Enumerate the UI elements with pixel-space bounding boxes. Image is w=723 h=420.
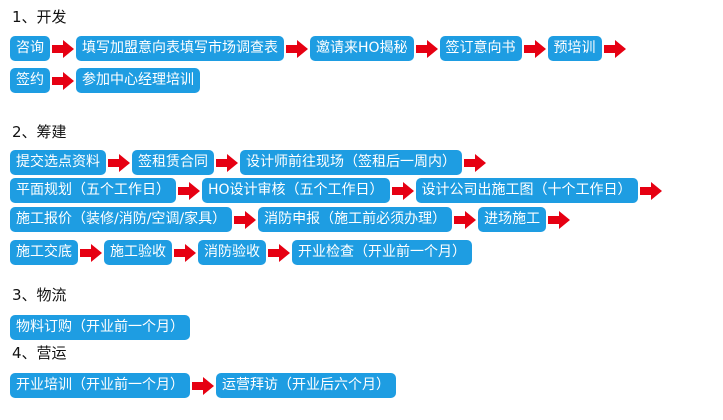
process-row: 物料订购（开业前一个月） (10, 315, 190, 340)
process-row: 开业培训（开业前一个月） 运营拜访（开业后六个月） (10, 373, 396, 398)
arrow-right-icon (192, 376, 214, 395)
arrow-right-icon (52, 39, 74, 58)
arrow-right-icon (603, 39, 626, 58)
process-row: 提交选点资料 签租赁合同 设计师前往现场（签租后一周内） (10, 150, 488, 175)
process-step-box: 平面规划（五个工作日） (10, 178, 176, 203)
arrow-right-icon (80, 243, 102, 262)
process-step-box: 参加中心经理培训 (76, 68, 200, 93)
process-step-box: 预培训 (547, 36, 602, 61)
section-heading: 2、筹建 (12, 123, 67, 141)
process-row: 咨询 填写加盟意向表填写市场调查表 邀请来HO揭秘签订意向书预培训 (10, 36, 628, 61)
arrow-right-icon (52, 71, 74, 90)
process-row: 施工报价（装修/消防/空调/家具） 消防申报（施工前必须办理） 进场施工 (10, 207, 572, 232)
arrow-right-icon (464, 153, 486, 172)
section-heading: 4、营运 (12, 344, 67, 362)
arrow-right-icon (454, 210, 477, 229)
process-row: 签约 参加中心经理培训 (10, 68, 200, 93)
process-step-box: HO设计审核（五个工作日） (202, 178, 390, 203)
arrow-right-icon (178, 181, 200, 200)
arrow-right-icon (234, 210, 257, 229)
process-step-box: 施工交底 (10, 240, 78, 265)
process-step-box: 运营拜访（开业后六个月） (216, 373, 396, 398)
process-step-box: 开业培训（开业前一个月） (10, 373, 190, 398)
arrow-right-icon (108, 153, 130, 172)
process-step-box: 签订意向书 (439, 36, 522, 61)
process-step-box: 邀请来HO揭秘 (310, 36, 414, 61)
process-step-box: 签约 (10, 68, 50, 93)
process-step-box: 提交选点资料 (10, 150, 106, 175)
process-step-box: 开业检查（开业前一个月） (292, 240, 472, 265)
arrow-right-icon (391, 181, 414, 200)
process-step-box: 设计公司出施工图（十个工作日） (415, 178, 638, 203)
process-step-box: 签租赁合同 (132, 150, 214, 175)
arrow-right-icon (174, 243, 196, 262)
section-heading: 3、物流 (12, 286, 67, 304)
arrow-right-icon (216, 153, 238, 172)
arrow-right-icon (415, 39, 438, 58)
process-row: 平面规划（五个工作日） HO设计审核（五个工作日） 设计公司出施工图（十个工作日） (10, 178, 664, 203)
arrow-right-icon (268, 243, 290, 262)
process-step-box: 物料订购（开业前一个月） (10, 315, 190, 340)
arrow-right-icon (286, 39, 308, 58)
process-step-box: 进场施工 (478, 207, 547, 232)
process-step-box: 消防验收 (198, 240, 266, 265)
process-row: 施工交底 施工验收 消防验收 开业检查（开业前一个月） (10, 240, 472, 265)
process-step-box: 消防申报（施工前必须办理） (258, 207, 453, 232)
section-heading: 1、开发 (12, 8, 67, 26)
process-step-box: 咨询 (10, 36, 50, 61)
process-step-box: 施工报价（装修/消防/空调/家具） (10, 207, 233, 232)
process-step-box: 设计师前往现场（签租后一周内） (240, 150, 462, 175)
arrow-right-icon (523, 39, 546, 58)
arrow-right-icon (639, 181, 662, 200)
arrow-right-icon (548, 210, 571, 229)
process-step-box: 施工验收 (104, 240, 172, 265)
process-step-box: 填写加盟意向表填写市场调查表 (76, 36, 284, 61)
